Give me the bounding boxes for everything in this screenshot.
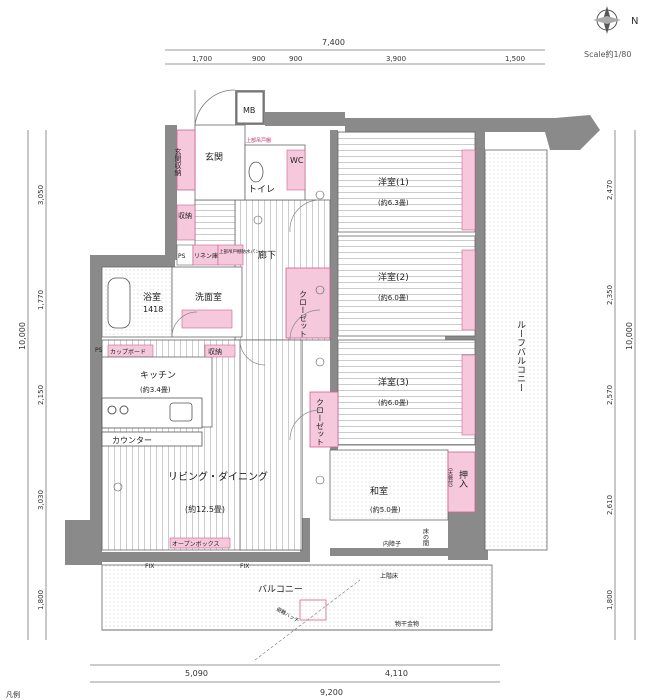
dim-left-5: 1,800 [37, 590, 45, 610]
linen-label: リネン庫 [194, 252, 218, 260]
audio-box-label: オープンボックス [172, 540, 219, 548]
closet-label: クローゼット [299, 290, 308, 338]
ps1-label: PS [178, 253, 186, 260]
living-size: (約12.5畳) [185, 504, 225, 514]
tenbukuro-label: (天袋付) [447, 468, 453, 487]
dim-left-1: 3,050 [37, 185, 45, 205]
handrail-label: 物干金物 [395, 620, 419, 628]
fix2-label: FIX [240, 563, 249, 570]
western3-label: 洋室(3) [378, 376, 409, 388]
kitchen-size: (約3.4畳) [140, 385, 171, 394]
cupboard-label: カップボード [110, 348, 146, 356]
top-dimensions: 7,400 1,700 900 900 3,900 1,500 [165, 38, 545, 65]
bottom-dimensions: 5,090 4,110 9,200 [90, 664, 500, 697]
dim-right-1: 2,470 [606, 180, 614, 200]
hallway-label: 廊下 [258, 249, 276, 261]
dim-top-1: 1,700 [192, 55, 212, 63]
balcony-label: バルコニー [258, 584, 303, 595]
toilet-label: トイレ [248, 185, 275, 195]
left-dimensions: 10,000 3,050 1,770 2,150 3,030 1,800 [18, 130, 47, 640]
dim-right-total: 10,000 [625, 322, 634, 350]
closet2-label: クローゼット [316, 398, 325, 446]
fusuma-label: 内障子 [383, 540, 401, 548]
western1-size: (約6.3畳) [378, 198, 409, 207]
dim-left-2: 1,770 [37, 290, 45, 310]
linen-upper-label: 上部吊戸棚防水パン [219, 248, 260, 255]
bath-label: 浴室 [143, 291, 161, 303]
ps2-label: PS [95, 347, 103, 354]
tokonoma-label: 床の間 [422, 527, 429, 547]
dim-top-4: 3,900 [386, 55, 406, 63]
dim-right-4: 2,610 [606, 495, 614, 515]
japanese-label: 和室 [370, 485, 388, 497]
pantry-label: 収納 [208, 347, 222, 356]
fix1-label: FIX [145, 563, 154, 570]
oshiire-label: 押入 [457, 469, 468, 488]
storage-in-label: 収納 [178, 211, 192, 220]
legend-label: 凡例 [6, 690, 20, 699]
japanese-size: (約5.0畳) [370, 505, 401, 514]
dim-top-2: 900 [252, 55, 265, 63]
mb-label: MB [243, 106, 255, 115]
wc-label: WC [290, 156, 304, 165]
bath-size: 1418 [143, 305, 163, 314]
dim-right-2: 2,350 [606, 285, 614, 305]
compass-icon: N [593, 6, 638, 34]
door-arcs [171, 199, 321, 441]
markers [113, 190, 325, 492]
living-label: リビング・ダイニング [168, 470, 268, 483]
dim-right-3: 2,570 [606, 385, 614, 405]
washroom-label: 洗面室 [195, 291, 222, 303]
dim-left-4: 3,030 [37, 490, 45, 510]
entrance-label: 玄関 [205, 151, 223, 163]
compass-label: N [631, 16, 638, 27]
dim-bottom-total: 9,200 [320, 688, 343, 697]
right-dimensions: 10,000 2,470 2,350 2,570 2,610 1,800 [606, 130, 636, 640]
roof-balcony-label: ルーフバルコニー [515, 320, 526, 392]
entrance-storage-label: 玄関収納 [174, 147, 182, 177]
dim-right-5: 1,800 [606, 590, 614, 610]
counter-label: カウンター [112, 436, 152, 445]
upper-balcony-note: 上階床 [380, 572, 398, 580]
dim-top-5: 1,500 [505, 55, 525, 63]
western2-label: 洋室(2) [378, 271, 409, 283]
entrance-shoes-label: 上部吊戸棚 [246, 137, 271, 144]
western1-label: 洋室(1) [378, 176, 409, 188]
western3-size: (約6.0畳) [378, 398, 409, 407]
dim-bottom-2: 4,110 [385, 669, 408, 678]
dim-left-3: 2,150 [37, 385, 45, 405]
western2-size: (約6.0畳) [378, 293, 409, 302]
scale-label: Scale約1/80 [584, 49, 632, 59]
dim-bottom-1: 5,090 [185, 669, 208, 678]
kitchen-label: キッチン [140, 370, 176, 381]
dim-left-total: 10,000 [18, 322, 27, 350]
dim-top-3: 900 [289, 55, 302, 63]
dim-top-total: 7,400 [322, 38, 345, 47]
